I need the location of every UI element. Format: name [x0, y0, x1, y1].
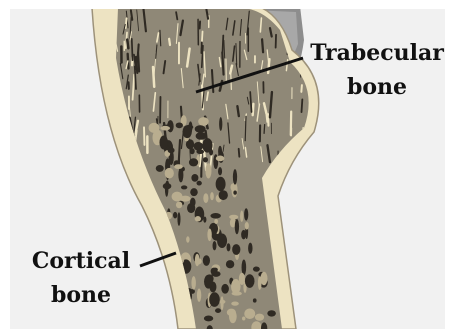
cortical-label-line2: bone	[22, 278, 140, 312]
trabecular-bone-label: Trabecular bone	[304, 36, 450, 104]
cortical-leader-line	[140, 253, 176, 266]
cortical-label-line1: Cortical	[22, 244, 140, 278]
trabecular-label-line1: Trabecular	[304, 36, 450, 70]
trabecular-leader-line	[196, 58, 303, 92]
cortical-bone-label: Cortical bone	[22, 244, 140, 312]
trabecular-label-line2: bone	[304, 70, 450, 104]
